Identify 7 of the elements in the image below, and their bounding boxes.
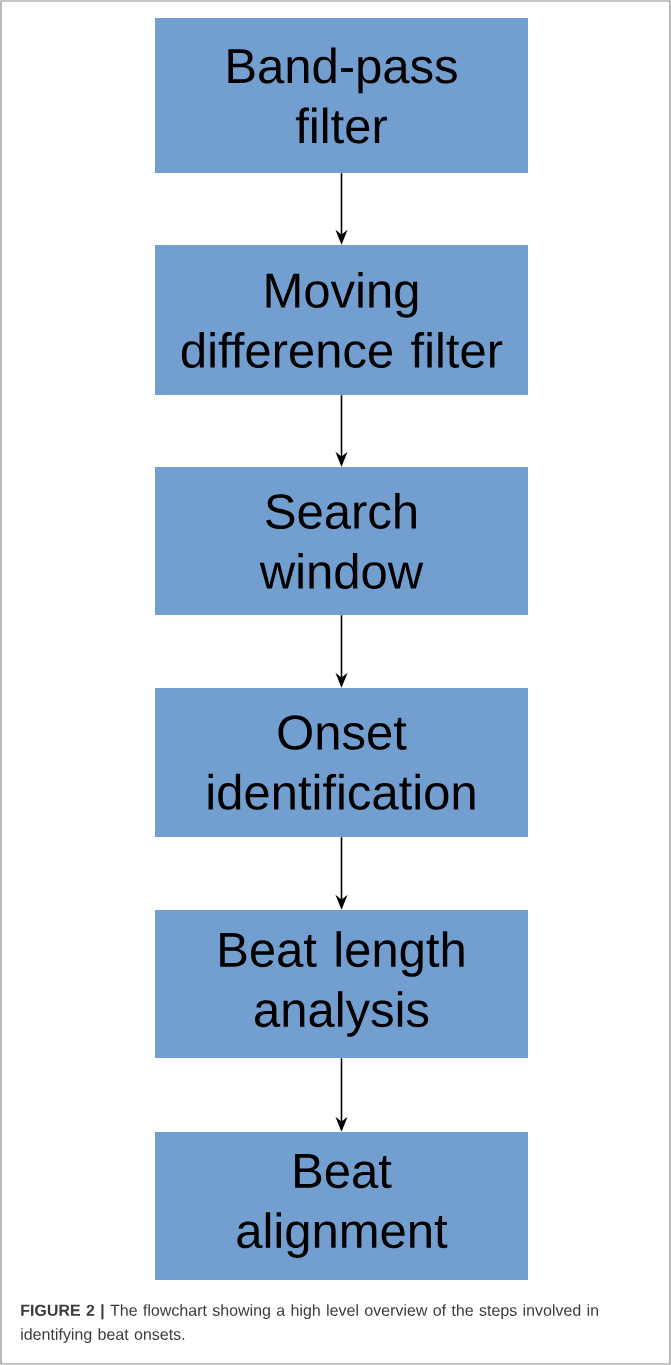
- process-box: Band-pass filter: [155, 18, 528, 173]
- process-box: Search window: [155, 467, 528, 615]
- process-box: Onset identification: [155, 688, 528, 837]
- process-box: Moving difference filter: [155, 245, 528, 395]
- figure-caption: FIGURE 2 | The flowchart showing a high level overview of the steps involved in identifying beat onsets.: [21, 1304, 598, 1344]
- process-box: Beat length analysis: [155, 910, 528, 1058]
- process-box: Beat alignment: [155, 1132, 528, 1280]
